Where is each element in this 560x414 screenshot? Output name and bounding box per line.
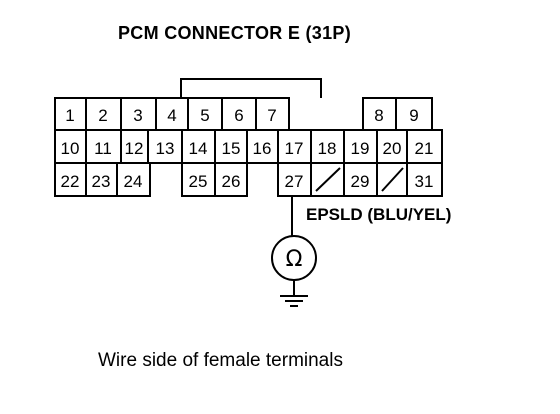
terminal-label-12: 12 <box>125 139 144 158</box>
terminal-label-15: 15 <box>222 139 241 158</box>
terminal-label-14: 14 <box>189 139 208 158</box>
terminal-label-24: 24 <box>124 172 143 191</box>
terminal-label-29: 29 <box>351 172 370 191</box>
terminal-label-11: 11 <box>94 139 112 158</box>
empty-cavity-slash <box>381 167 404 192</box>
terminal-label-27: 27 <box>285 172 304 191</box>
terminal-label-3: 3 <box>133 106 142 125</box>
diagram-caption: Wire side of female terminals <box>98 350 343 371</box>
connector-title: PCM CONNECTOR E (31P) <box>118 23 351 43</box>
terminal-label-13: 13 <box>156 139 175 158</box>
terminal-label-9: 9 <box>409 106 418 125</box>
terminal-label-21: 21 <box>415 139 434 158</box>
terminal-label-25: 25 <box>189 172 208 191</box>
terminal-label-23: 23 <box>92 172 111 191</box>
terminal-label-6: 6 <box>234 106 243 125</box>
terminal-cell-31 <box>406 162 443 197</box>
terminal-label-10: 10 <box>61 139 80 158</box>
terminal-label-4: 4 <box>167 106 176 125</box>
terminal-label-8: 8 <box>374 106 383 125</box>
terminal-label-1: 1 <box>65 106 74 125</box>
terminal-label-26: 26 <box>222 172 241 191</box>
terminal-cell-24 <box>116 162 151 197</box>
terminal-label-18: 18 <box>318 139 337 158</box>
terminal-label-17: 17 <box>285 139 304 158</box>
terminal-label-7: 7 <box>267 106 276 125</box>
terminal-label-16: 16 <box>253 139 272 158</box>
terminal-label-31: 31 <box>415 172 434 191</box>
connector-lock-tab <box>180 78 322 98</box>
empty-cavity-slash <box>315 167 341 192</box>
terminal-label-5: 5 <box>200 106 209 125</box>
terminal-label-19: 19 <box>351 139 370 158</box>
terminal-cell-26 <box>214 162 248 197</box>
wire-label-epsld: EPSLD (BLU/YEL) <box>306 205 452 224</box>
terminal-label-2: 2 <box>98 106 107 125</box>
terminal-label-20: 20 <box>383 139 402 158</box>
terminal-label-22: 22 <box>61 172 80 191</box>
ohm-icon: Ω <box>286 247 303 272</box>
